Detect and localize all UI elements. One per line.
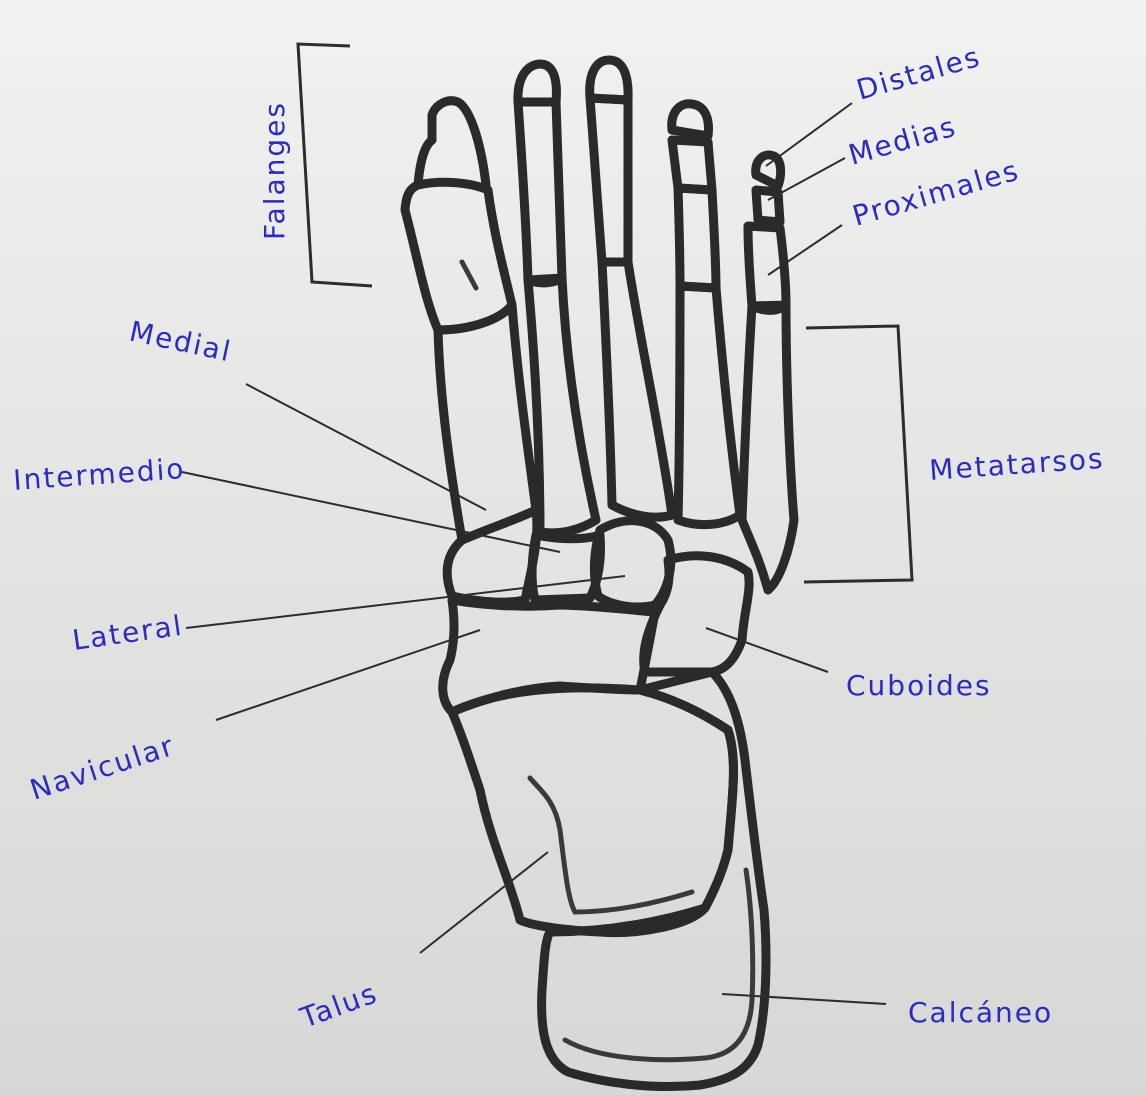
hallux-mark xyxy=(462,262,476,288)
label-metatarsos: Metatarsos xyxy=(928,442,1105,487)
toe3-middle-phalanx xyxy=(590,98,628,262)
calcaneus-bone xyxy=(542,672,766,1087)
label-falanges: Falanges xyxy=(258,101,291,240)
label-distales: Distales xyxy=(853,40,985,107)
label-calcaneo: Calcáneo xyxy=(908,996,1053,1029)
toe4-proximal-phalanx xyxy=(678,188,716,288)
metatarsal-4 xyxy=(678,286,740,525)
toe2-distal-phalanx xyxy=(518,64,557,102)
toe2-middle-phalanx xyxy=(518,102,562,280)
metatarsal-3 xyxy=(602,262,672,517)
calcaneo-leader xyxy=(722,994,886,1004)
toe5-distal-phalanx xyxy=(756,155,781,186)
toe4-distal-phalanx xyxy=(672,104,709,136)
lateral-cuneiform xyxy=(594,521,670,607)
talus-bone xyxy=(452,688,733,933)
label-intermedio: Intermedio xyxy=(12,452,186,497)
intermedio-leader xyxy=(182,472,560,552)
distales-leader xyxy=(766,103,852,166)
foot-bones xyxy=(405,60,794,1087)
toe4-middle-phalanx xyxy=(672,140,712,190)
hallux-proximal-phalanx xyxy=(405,182,512,330)
falanges-bracket xyxy=(298,44,372,286)
label-medial: Medial xyxy=(127,315,235,369)
calcaneus-inner-contour xyxy=(565,870,753,1060)
talus-inner-contour xyxy=(530,778,692,912)
metatarsos-bracket xyxy=(804,326,912,582)
hallux-distal-phalanx xyxy=(418,101,486,185)
navicular-bone xyxy=(443,600,655,712)
label-talus: Talus xyxy=(295,976,382,1035)
metatarsal-5 xyxy=(742,305,794,590)
label-cuboides: Cuboides xyxy=(846,669,992,702)
talus-leader xyxy=(420,852,548,953)
metatarsal-1 xyxy=(438,305,536,540)
metatarsal-2 xyxy=(528,278,596,533)
label-navicular: Navicular xyxy=(26,729,179,807)
label-lateral: Lateral xyxy=(70,609,185,657)
label-medias: Medias xyxy=(845,109,960,171)
cuboid-bone xyxy=(644,556,749,672)
